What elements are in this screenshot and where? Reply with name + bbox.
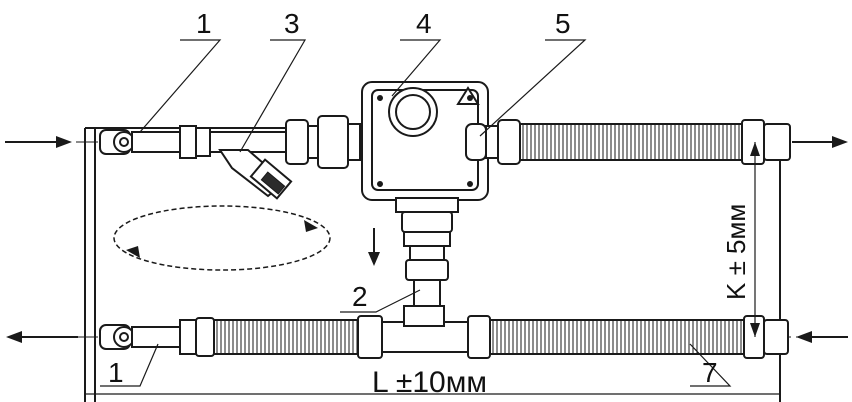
ball-valve-bottom bbox=[99, 317, 215, 357]
dimension-l-label: L ±10мм bbox=[372, 366, 487, 399]
callout-7: 7 bbox=[702, 357, 718, 388]
dimension-k-label: K ± 5мм bbox=[721, 204, 751, 300]
callout-5: 5 bbox=[555, 8, 571, 39]
leader-lines bbox=[100, 39, 732, 387]
callout-1-top: 1 bbox=[196, 8, 212, 39]
corrugated-hose-bottom-right bbox=[489, 315, 789, 359]
tee-fitting bbox=[357, 305, 491, 359]
callout-4: 4 bbox=[416, 8, 432, 39]
callout-1-bottom: 1 bbox=[108, 357, 124, 388]
flow-arrow-bottom-left-out bbox=[6, 331, 78, 343]
callout-3: 3 bbox=[284, 8, 300, 39]
flow-arrow-down bbox=[368, 228, 380, 266]
callout-2: 2 bbox=[352, 281, 368, 312]
union-fitting-pump-out bbox=[465, 119, 521, 165]
dimension-k bbox=[750, 142, 760, 337]
corrugated-hose-top bbox=[519, 119, 791, 165]
strainer bbox=[218, 149, 293, 200]
flow-arrow-bottom-right-in bbox=[796, 331, 848, 343]
ball-valve-top bbox=[99, 125, 289, 159]
corrugated-hose-bottom-left bbox=[213, 319, 361, 355]
flow-arrow-top-right-out bbox=[792, 136, 848, 148]
circulation-pump bbox=[361, 81, 489, 311]
circulation-loop bbox=[113, 205, 331, 271]
flow-arrow-top-left-in bbox=[5, 136, 72, 148]
